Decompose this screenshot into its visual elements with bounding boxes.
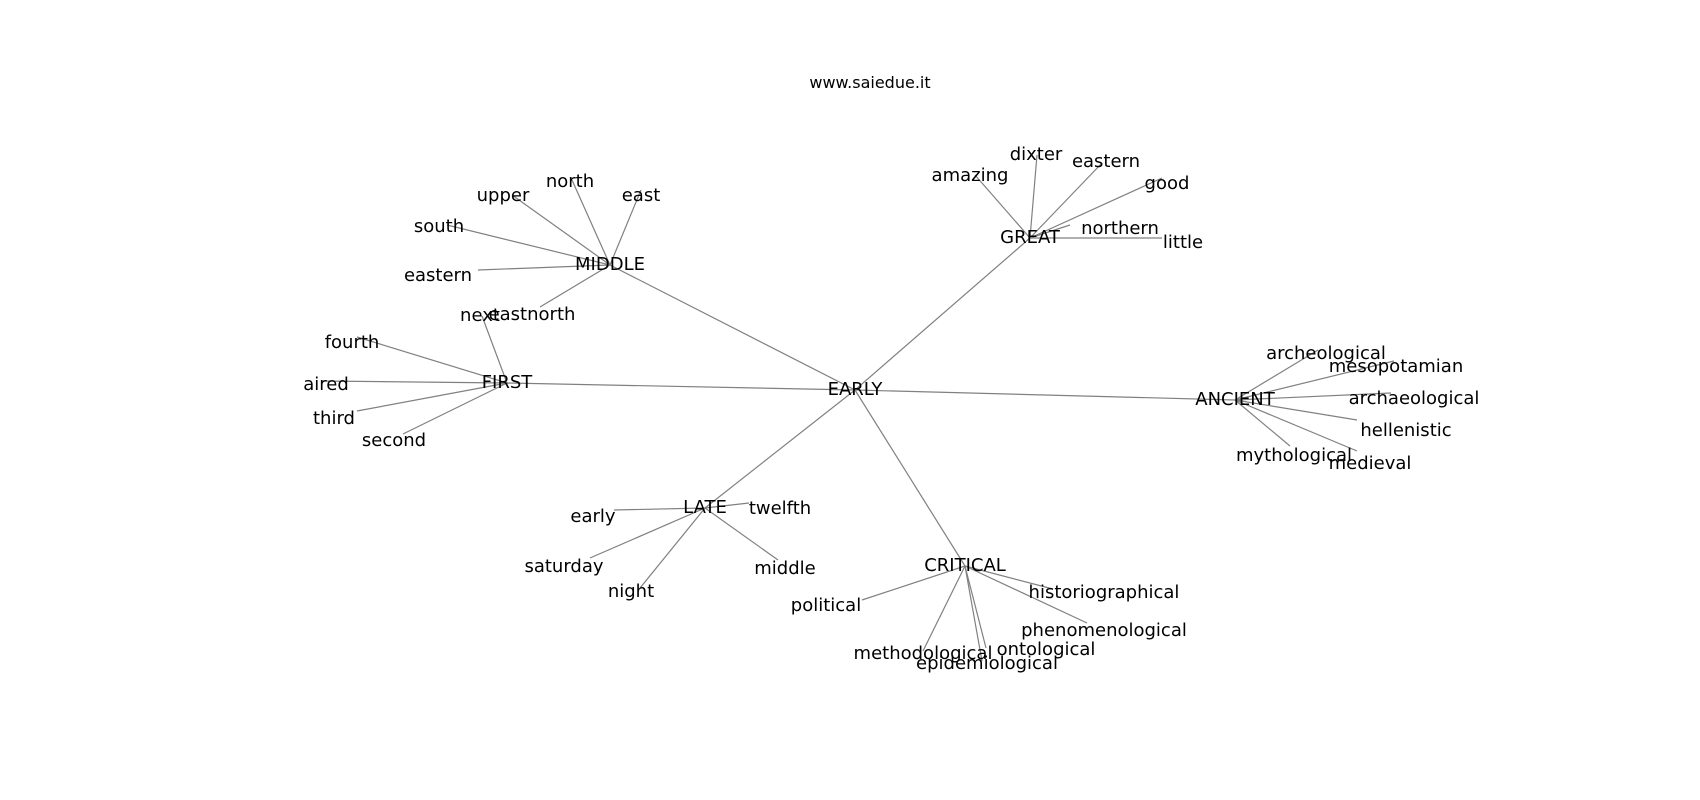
leaf-node-label: eastern — [1072, 151, 1140, 172]
leaf-node-label: ontological — [997, 639, 1096, 660]
leaf-node-label: epidemiological — [916, 653, 1058, 674]
leaf-node-label: historiographical — [1029, 582, 1180, 603]
edge-late-to-early — [613, 507, 706, 511]
leaf-node-label: good — [1145, 173, 1190, 194]
leaf-node-label: mythological — [1236, 445, 1352, 466]
leaf-node-label: amazing — [932, 165, 1009, 186]
edge-great-to-good — [1029, 177, 1163, 239]
leaf-node-label: middle — [754, 558, 815, 579]
site-credit: www.saiedue.it — [809, 73, 930, 92]
edge-ancient-to-hellenistic — [1234, 399, 1358, 421]
edge-middle-to-north — [571, 179, 611, 266]
leaf-node-label: south — [414, 216, 464, 237]
leaf-node-label: dixter — [1010, 144, 1063, 165]
leaf-node-label: early — [570, 506, 616, 527]
edge-late-to-twelfth — [704, 502, 750, 509]
leaf-node-label: methodological — [854, 643, 993, 664]
edge-late-to-middle — [704, 507, 779, 561]
edge-ancient-to-mesopotamian — [1234, 360, 1395, 401]
leaf-node-label: twelfth — [749, 498, 811, 519]
edge-critical-to-political — [861, 565, 966, 601]
edge-first-to-fourth — [356, 336, 508, 384]
edge-root-to-late — [704, 389, 856, 509]
edge-middle-to-east — [609, 189, 642, 266]
edge-critical-to-ontological — [964, 565, 987, 649]
leaf-node-label: political — [791, 595, 861, 616]
edge-first-to-second — [402, 382, 508, 435]
leaf-node-label: archeological — [1266, 343, 1386, 364]
leaf-node-label: east — [622, 185, 661, 206]
edge-great-to-amazing — [974, 174, 1031, 239]
edge-ancient-to-medieval — [1234, 399, 1358, 452]
edge-middle-to-south — [446, 224, 611, 266]
root-node-label: EARLY — [828, 379, 884, 400]
edge-first-to-third — [356, 382, 508, 412]
leaf-node-label: medieval — [1329, 453, 1412, 474]
leaf-node-label: phenomenological — [1021, 620, 1187, 641]
leaf-node-label: north — [546, 171, 594, 192]
edge-late-to-saturday — [589, 507, 706, 559]
hub-node-label: CRITICAL — [924, 555, 1006, 576]
leaf-node-label: next — [460, 305, 500, 326]
leaf-node-label: hellenistic — [1360, 420, 1451, 441]
edge-ancient-to-archaeological — [1234, 392, 1392, 401]
edge-root-to-great — [854, 237, 1031, 391]
graph-edges — [320, 154, 1395, 662]
hub-node-label: GREAT — [1000, 227, 1061, 248]
leaf-node-label: eastnorth — [489, 304, 576, 325]
leaf-node-label: little — [1163, 232, 1203, 253]
hub-node-label: ANCIENT — [1195, 389, 1275, 410]
edge-critical-to-methodological — [922, 565, 966, 652]
edge-late-to-night — [639, 507, 706, 589]
leaf-node-label: upper — [477, 185, 530, 206]
hub-node-label: MIDDLE — [575, 254, 645, 275]
edge-root-to-critical — [854, 389, 966, 567]
hub-node-label: FIRST — [482, 372, 534, 393]
leaf-node-label: mesopotamian — [1329, 356, 1464, 377]
leaf-node-label: archaeological — [1349, 388, 1480, 409]
edge-middle-to-upper — [511, 194, 611, 266]
edge-critical-to-epidemiological — [964, 565, 983, 662]
edge-critical-to-phenomenological — [964, 565, 1088, 624]
hub-node-label: LATE — [683, 497, 727, 518]
edge-ancient-to-archeological — [1234, 349, 1319, 401]
leaf-node-label: fourth — [325, 332, 380, 353]
leaf-node-label: aired — [303, 374, 349, 395]
edge-middle-to-eastnorth — [539, 264, 611, 308]
edge-great-to-eastern — [1029, 162, 1103, 239]
edge-ancient-to-mythological — [1234, 399, 1291, 447]
edge-critical-to-historiographical — [964, 565, 1054, 590]
edge-great-to-northern — [1029, 224, 1071, 239]
leaf-node-label: eastern — [404, 265, 472, 286]
edge-middle-to-eastern — [477, 264, 611, 271]
edge-root-to-middle — [609, 264, 856, 391]
edge-root-to-first — [506, 382, 856, 391]
leaf-node-label: third — [313, 408, 355, 429]
edge-first-to-next — [481, 315, 508, 384]
edge-first-to-aired — [320, 380, 508, 384]
leaf-node-label: second — [362, 430, 426, 451]
leaf-node-label: saturday — [524, 556, 603, 577]
edge-great-to-dixter — [1029, 154, 1038, 239]
edge-root-to-ancient — [854, 389, 1236, 401]
leaf-node-label: night — [608, 581, 654, 602]
leaf-node-label: northern — [1081, 218, 1159, 239]
graph-labels: EARLY MIDDLE upper north east south eastern eas… — [303, 144, 1479, 674]
